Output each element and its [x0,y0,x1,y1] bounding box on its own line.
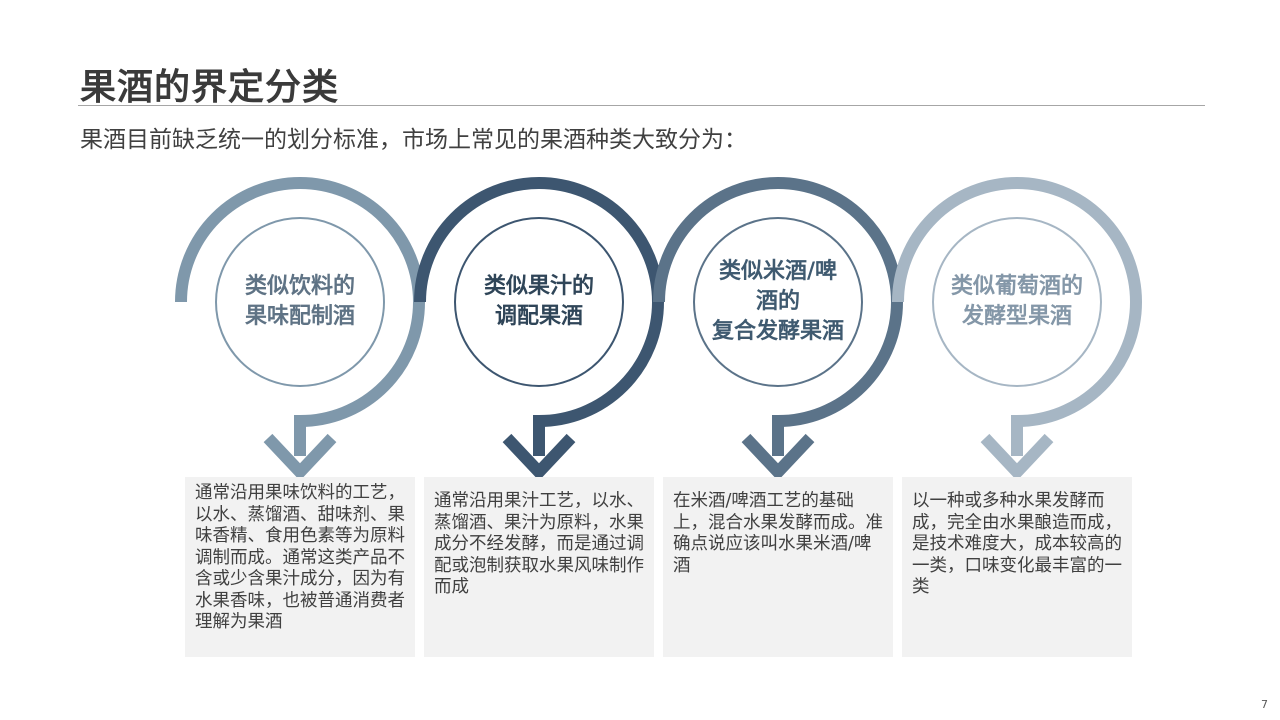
category-circle-2 [454,217,624,387]
arrow-down-icon [980,433,1054,481]
category-circle-1 [215,217,385,387]
category-label-3: 类似米酒/啤 酒的 复合发酵果酒 [711,259,844,344]
arrow-down-icon [263,433,337,481]
title-divider [78,105,1205,106]
arrow-down-icon [502,433,576,481]
category-label-4: 类似葡萄酒的 发酵型果酒 [950,274,1083,329]
arrow-down-icon [741,433,815,481]
ring-arc-4 [892,177,1142,456]
ring-arc-3 [653,177,903,456]
category-ring-3 [653,177,903,481]
ring-arc-1 [175,177,425,456]
category-circle-4 [932,217,1102,387]
slide-title: 果酒的界定分类 [80,67,340,108]
category-circle-3 [693,217,863,387]
category-ring-4 [892,177,1142,481]
category-label-2: 类似果汁的 调配果酒 [483,274,594,329]
slide-subtitle: 果酒目前缺乏统一的划分标准，市场上常见的果酒种类大致分为： [80,127,747,153]
category-ring-2 [414,177,664,481]
category-label-1: 类似饮料的 果味配制酒 [244,274,355,329]
ring-arc-2 [414,177,664,456]
category-ring-1 [175,177,425,481]
page-number: 7 [1261,698,1268,711]
category-description-2: 通常沿用果汁工艺，以水、蒸馏酒、果汁为原料，水果成分不经发酵，而是通过调配或泡制… [424,477,654,657]
category-description-4: 以一种或多种水果发酵而成，完全由水果酿造而成，是技术难度大，成本较高的一类，口味… [902,477,1132,657]
category-description-3: 在米酒/啤酒工艺的基础上，混合水果发酵而成。准确点说应该叫水果米酒/啤酒 [663,477,893,657]
category-description-1: 通常沿用果味饮料的工艺，以水、蒸馏酒、甜味剂、果味香精、食用色素等为原料调制而成… [185,477,415,657]
